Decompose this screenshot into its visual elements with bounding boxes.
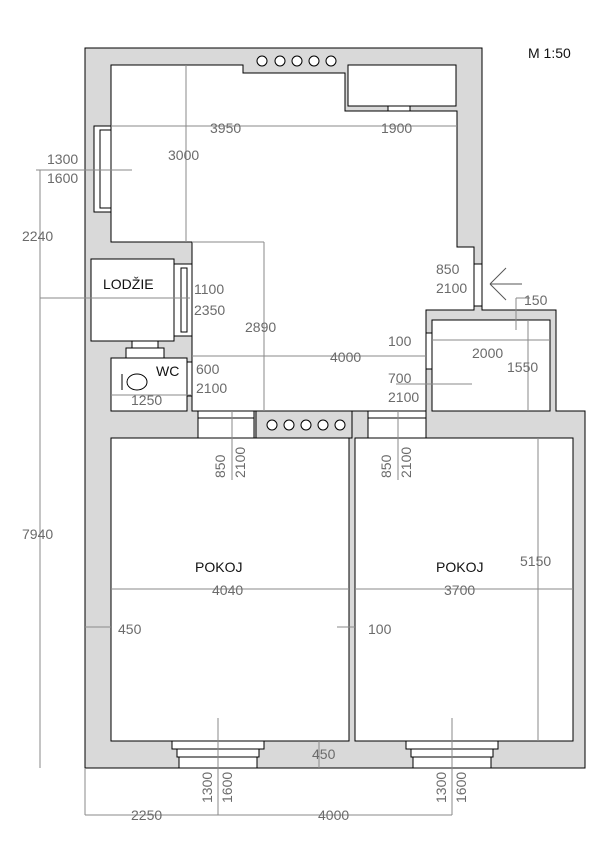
dim-2100-door-right: 2100 bbox=[398, 447, 414, 478]
dim-5150: 5150 bbox=[520, 553, 551, 569]
dim-1600-window: 1600 bbox=[47, 170, 78, 186]
dim-150: 150 bbox=[524, 292, 548, 308]
door-lodzie-inner bbox=[180, 267, 188, 333]
dim-1900: 1900 bbox=[381, 120, 412, 136]
room-label-pokoj-right: POKOJ bbox=[436, 559, 483, 575]
flues-mid bbox=[266, 419, 346, 431]
dim-1600-window-br: 1600 bbox=[453, 772, 469, 803]
door-wc bbox=[186, 361, 193, 397]
dim-4000-hall: 4000 bbox=[330, 349, 361, 365]
vent-wc bbox=[125, 347, 165, 359]
dim-2890: 2890 bbox=[245, 319, 276, 335]
dim-850-door-left: 850 bbox=[212, 454, 228, 478]
niche-top-right bbox=[347, 64, 457, 107]
dimension-lines bbox=[36, 65, 573, 816]
dim-450-left: 450 bbox=[118, 621, 142, 637]
door-pokoj-left bbox=[197, 410, 255, 439]
window-left-top-inner bbox=[99, 129, 112, 209]
dim-3950: 3950 bbox=[210, 120, 241, 136]
dim-2250: 2250 bbox=[131, 807, 162, 823]
room-label-lodzie: LODŽIE bbox=[103, 276, 154, 292]
dim-100-bath: 100 bbox=[388, 333, 412, 349]
entrance-arrow bbox=[489, 267, 522, 301]
dim-1250: 1250 bbox=[131, 392, 162, 408]
room-lodzie bbox=[90, 258, 175, 342]
dim-100-partition: 100 bbox=[368, 621, 392, 637]
dim-850-entrance: 850 bbox=[436, 261, 460, 277]
dim-1300-window-br: 1300 bbox=[433, 772, 449, 803]
dim-4040: 4040 bbox=[212, 582, 243, 598]
dim-2240: 2240 bbox=[22, 228, 53, 244]
dim-600: 600 bbox=[196, 361, 220, 377]
dim-3000: 3000 bbox=[168, 147, 199, 163]
dim-700: 700 bbox=[388, 370, 412, 386]
dim-1550: 1550 bbox=[507, 359, 538, 375]
dim-2100-wc: 2100 bbox=[196, 380, 227, 396]
door-pokoj-right bbox=[367, 410, 427, 439]
dim-3700: 3700 bbox=[444, 582, 475, 598]
niche-slot bbox=[387, 105, 411, 112]
door-entrance bbox=[473, 263, 483, 307]
dim-4000-bottom: 4000 bbox=[318, 807, 349, 823]
dim-1300-window-bl: 1300 bbox=[199, 772, 215, 803]
dim-450-bottom: 450 bbox=[312, 746, 336, 762]
scale-label: M 1:50 bbox=[528, 45, 571, 61]
dim-1600-window-bl: 1600 bbox=[219, 772, 235, 803]
room-label-pokoj-left: POKOJ bbox=[195, 559, 242, 575]
room-label-wc: WC bbox=[156, 363, 179, 379]
room-bath bbox=[431, 319, 551, 412]
dim-2000: 2000 bbox=[472, 345, 503, 361]
toilet bbox=[126, 373, 148, 391]
dim-1100: 1100 bbox=[194, 281, 224, 297]
dim-2350: 2350 bbox=[194, 302, 225, 318]
door-bath bbox=[425, 332, 433, 370]
dim-2100-entrance: 2100 bbox=[436, 280, 467, 296]
flues-top bbox=[256, 55, 337, 67]
vent-wc-top bbox=[131, 340, 159, 349]
dim-850-door-right: 850 bbox=[378, 454, 394, 478]
dim-1300-window: 1300 bbox=[47, 151, 78, 167]
dim-2100-door-left: 2100 bbox=[232, 447, 248, 478]
dim-2100-bath: 2100 bbox=[388, 389, 419, 405]
dim-7940: 7940 bbox=[22, 526, 53, 542]
